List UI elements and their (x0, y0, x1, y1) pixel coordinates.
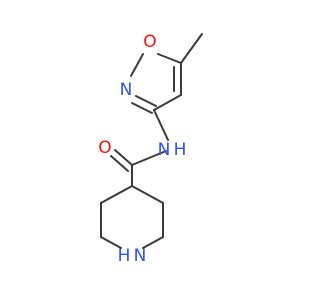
atom-hydrogen-amide: H (174, 140, 187, 160)
bond-pip-3 (142, 236, 164, 249)
molecule-diagram: O N N H O N H (98, 32, 203, 266)
bond-pip-4 (100, 236, 122, 249)
bond-ring-c3-c4 (153, 94, 182, 111)
bond-methyl (180, 33, 203, 64)
bond-pip-6 (100, 185, 133, 204)
bond-carbonyl-o-a (114, 149, 133, 166)
bond-nh-carbonyl (131, 150, 167, 166)
atom-nitrogen-amide: N (158, 140, 171, 160)
bond-ring-c5-o (157, 53, 182, 64)
bond-ring-n-c3-b (135, 95, 157, 107)
atom-oxygen-carbonyl: O (98, 138, 111, 158)
bond-ring-o-n (130, 53, 144, 77)
bond-ring-n-c3-a (131, 102, 153, 114)
atom-nitrogen-ring: N (120, 80, 133, 100)
bond-pip-1 (131, 185, 164, 204)
bond-carbonyl-o-b (110, 155, 129, 172)
bond-c3-nh (153, 109, 169, 141)
atom-labels: O N N H O N H (98, 32, 186, 266)
atom-oxygen-ring: O (143, 32, 156, 52)
atom-hydrogen-piperidine: H (118, 246, 131, 266)
atom-nitrogen-piperidine: N (134, 246, 147, 266)
bonds (100, 33, 203, 249)
